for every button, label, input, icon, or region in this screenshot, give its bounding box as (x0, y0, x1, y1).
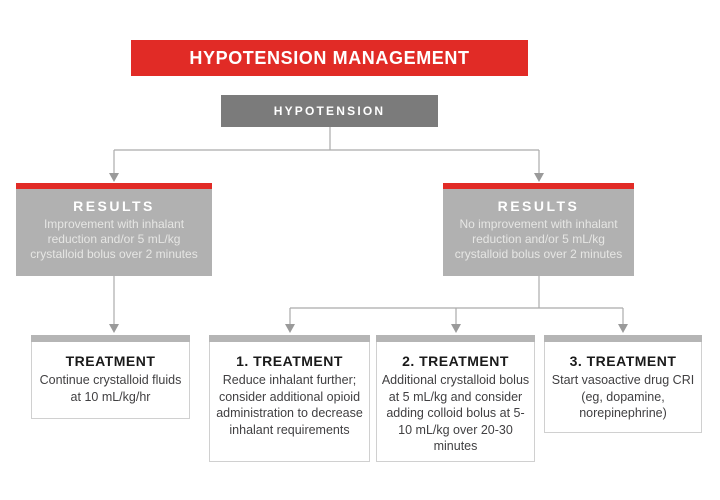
treatment-text: Continue crystalloid fluids at 10 mL/kg/… (39, 373, 182, 404)
treatment-title: 3. TREATMENT (569, 353, 677, 369)
red-top-bar (16, 183, 212, 189)
results-node-improvement: RESULTS Improvement with inhalant reduct… (16, 183, 212, 276)
results-text: No improvement with inhalant reduction a… (454, 217, 623, 261)
results-text: Improvement with inhalant reduction and/… (30, 217, 198, 261)
arrowhead-icons (109, 173, 628, 333)
treatment-node-1-reduce-inhalant: 1. TREATMENT Reduce inhalant further; co… (209, 335, 370, 462)
root-node-hypotension: HYPOTENSION (221, 95, 438, 127)
results-title: RESULTS (73, 198, 155, 214)
treatment-body: 1. TREATMENT Reduce inhalant further; co… (209, 342, 370, 462)
treatment-node-continue-fluids: TREATMENT Continue crystalloid fluids at… (31, 335, 190, 419)
treatment-text: Additional crystalloid bolus at 5 mL/kg … (381, 373, 530, 453)
results-node-no-improvement: RESULTS No improvement with inhalant red… (443, 183, 634, 276)
gray-top-bar (31, 335, 190, 342)
treatment-body: 2. TREATMENT Additional crystalloid bolu… (376, 342, 535, 462)
red-top-bar (443, 183, 634, 189)
treatment-body: TREATMENT Continue crystalloid fluids at… (31, 342, 190, 419)
gray-top-bar (209, 335, 370, 342)
treatment-node-2-crystalloid-bolus: 2. TREATMENT Additional crystalloid bolu… (376, 335, 535, 462)
gray-top-bar (544, 335, 702, 342)
gray-top-bar (376, 335, 535, 342)
treatment-text: Start vasoactive drug CRI (eg, dopamine,… (551, 373, 695, 420)
results-title: RESULTS (497, 198, 580, 214)
treatment-text: Reduce inhalant further; consider additi… (216, 373, 363, 437)
treatment-node-3-vasoactive-drug: 3. TREATMENT Start vasoactive drug CRI (… (544, 335, 702, 433)
treatment-title: TREATMENT (65, 353, 156, 369)
treatment-title: 1. TREATMENT (236, 353, 343, 369)
page-title: HYPOTENSION MANAGEMENT (131, 40, 528, 76)
treatment-title: 2. TREATMENT (402, 353, 509, 369)
treatment-body: 3. TREATMENT Start vasoactive drug CRI (… (544, 342, 702, 433)
